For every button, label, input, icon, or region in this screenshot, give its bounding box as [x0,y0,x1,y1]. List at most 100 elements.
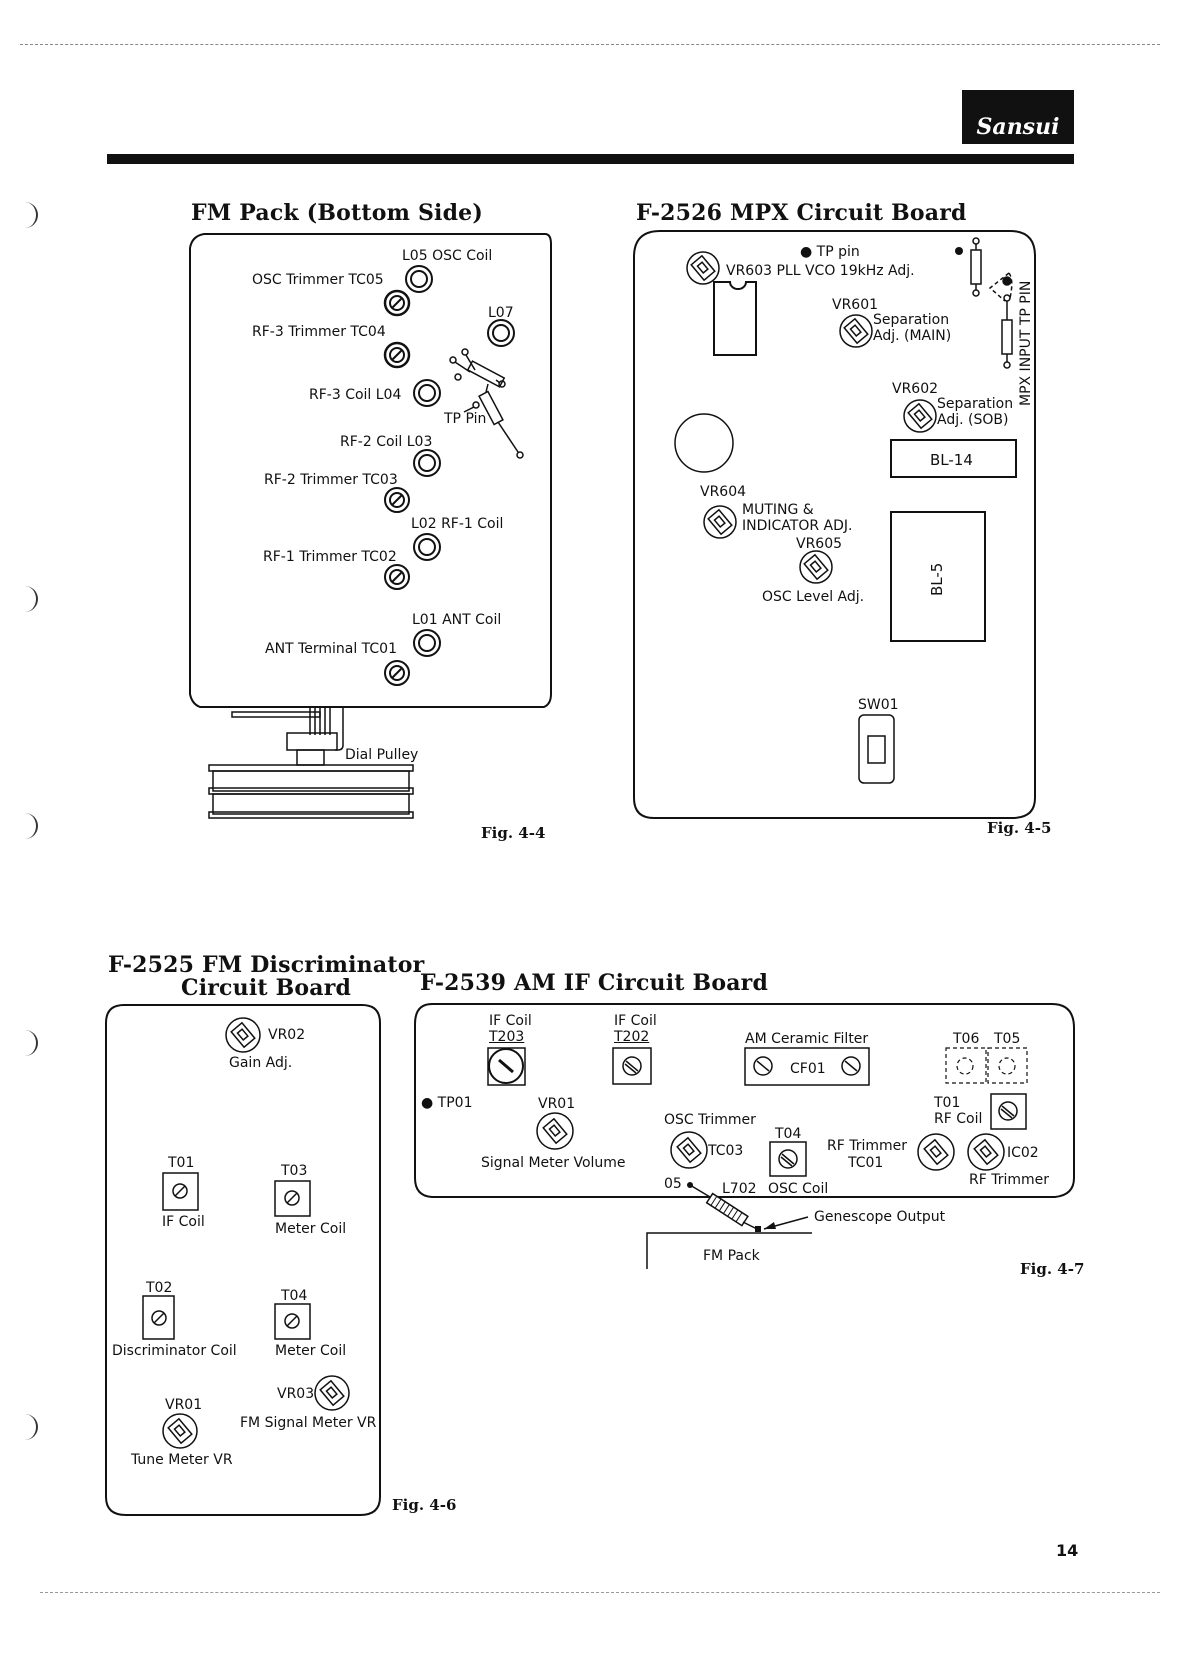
fig44-caption: Fig. 4-4 [481,824,546,842]
label-tp-pin: TP Pin [444,411,487,427]
label-am-ceramic-filter: AM Ceramic Filter [745,1031,869,1047]
scan-edge-top [20,44,1160,45]
fig45-caption: Fig. 4-5 [987,819,1052,837]
brand-logo: Sansui [962,90,1074,144]
label-vr602-desc1: Separation [937,396,1014,412]
vr604-icon [703,505,737,539]
binding-hole [18,1414,38,1440]
coil-t01-icon [990,1093,1027,1130]
label-vr02: VR02 [268,1027,306,1043]
label-cf01: CF01 [790,1061,826,1077]
label-rf3-coil-l04: RF-3 Coil L04 [309,387,402,403]
label-rf-coil: RF Coil [934,1111,983,1127]
label-rf1-trimmer-tc02: RF-1 Trimmer TC02 [263,549,397,565]
bl5-block [890,511,986,642]
vr03-icon [314,1375,350,1411]
trimmer-tc04-icon [383,341,411,369]
label-tc03: TC03 [708,1143,744,1159]
label-osc-trimmer: OSC Trimmer [664,1112,756,1128]
coil-t04-icon [274,1303,311,1340]
binding-hole [18,586,38,612]
label-t06: T06 [953,1031,980,1047]
label-t05: T05 [994,1031,1021,1047]
label-vr604-desc1: MUTING & [742,502,814,518]
label-tp01: ● TP01 [421,1095,473,1111]
label-rf-trimmer: RF Trimmer [969,1172,1050,1188]
trimmer-tc05-icon [383,289,411,317]
coil-t06-dashed-icon [945,1047,987,1084]
fig47-title: F-2539 AM IF Circuit Board [420,970,769,996]
vr01-icon [162,1413,198,1449]
coil-t04-icon [769,1141,807,1177]
label-vr605: VR605 [796,536,843,552]
ceramic-filter-cf01-icon [744,1047,870,1086]
label-rf3-trimmer-tc04: RF-3 Trimmer TC04 [252,324,386,340]
binding-hole [18,813,38,839]
sw01-switch [858,714,895,784]
label-vr601-desc1: Separation [873,312,950,328]
label-t01: T01 [934,1095,961,1111]
coil-l02-icon [413,533,441,561]
mpx-input-resistor-icon [988,272,1013,369]
label-meter-coil: Meter Coil [275,1343,347,1359]
label-vr01: VR01 [165,1397,203,1413]
label-l05-osc-coil: L05 OSC Coil [402,248,493,264]
vr603-icon [686,251,720,285]
fig45-title: F-2526 MPX Circuit Board [636,200,967,226]
label-l02-rf1-coil: L02 RF-1 Coil [411,516,504,532]
label-t203: T203 [489,1029,525,1045]
vr601-icon [839,314,873,348]
tp-pin-dot [955,247,963,255]
coil-l03-icon [413,449,441,477]
label-tune-meter-vr: Tune Meter VR [131,1452,233,1468]
label-vr604-desc2: INDICATOR ADJ. [742,518,853,534]
label-vr603: VR603 PLL VCO 19kHz Adj. [726,263,915,279]
label-l07: L07 [488,305,514,321]
label-vr602: VR602 [892,381,939,397]
genescope-output-point [755,1226,761,1232]
coil-t05-dashed-icon [987,1047,1028,1084]
label-t04: T04 [281,1288,308,1304]
label-genescope-output: Genescope Output [814,1209,946,1225]
label-rf2-trimmer-tc03: RF-2 Trimmer TC03 [264,472,398,488]
label-tp-pin: ● TP pin [800,244,860,260]
coil-l702-icon [705,1192,749,1227]
vr02-icon [225,1017,261,1053]
am-if-board-outline [414,1003,1075,1198]
label-vr01: VR01 [538,1096,576,1112]
fig47-caption: Fig. 4-7 [1020,1260,1085,1278]
binding-hole [18,1030,38,1056]
label-osc-coil: OSC Coil [768,1181,829,1197]
label-sw01: SW01 [858,697,899,713]
label-t03: T03 [281,1163,308,1179]
discriminator-board-outline [105,1004,381,1516]
trimmer-tc03-icon [670,1131,708,1169]
label-t04: T04 [775,1126,802,1142]
label-rf2-coil-l03: RF-2 Coil L03 [340,434,433,450]
label-vr601: VR601 [832,297,879,313]
label-tc01: TC01 [848,1155,884,1171]
mpx-board-outline [633,230,1036,819]
fig44-title: FM Pack (Bottom Side) [191,200,483,226]
scan-edge-bottom [40,1592,1160,1593]
label-pin-05: 05 [664,1176,682,1192]
trimmer-tc02-icon [384,564,410,590]
coil-l04-icon [413,379,441,407]
vr602-icon [903,399,937,433]
label-vr601-desc2: Adj. (MAIN) [873,328,952,344]
coil-t03-icon [274,1180,311,1217]
coil-l01-icon [413,629,441,657]
fig46-title-line2: Circuit Board [181,975,352,1001]
label-osc-trimmer-tc05: OSC Trimmer TC05 [252,272,384,288]
label-gain-adj: Gain Adj. [229,1055,293,1071]
label-fm-signal-meter-vr: FM Signal Meter VR [240,1415,377,1431]
binding-hole [18,202,38,228]
trimmer-tc03-icon [384,487,410,513]
label-vr03: VR03 [277,1386,315,1402]
label-discriminator-coil: Discriminator Coil [112,1343,237,1359]
vr01-icon [536,1112,574,1150]
header-rule [107,154,1074,164]
